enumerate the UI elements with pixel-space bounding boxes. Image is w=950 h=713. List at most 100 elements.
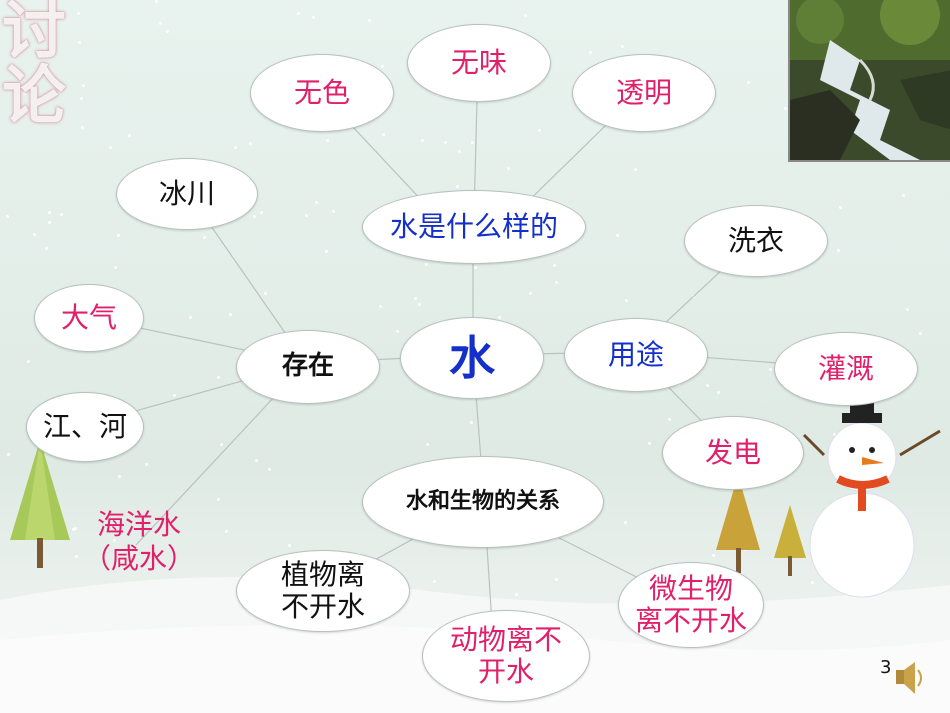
snow-dot — [159, 22, 162, 25]
snow-dot — [456, 185, 459, 188]
snow-dot — [82, 84, 85, 87]
node-label: 大气 — [60, 300, 117, 334]
node-label: 用途 — [607, 337, 664, 371]
node-label: 无味 — [450, 45, 507, 79]
pine-tree — [716, 475, 760, 573]
snow-dot — [784, 107, 787, 110]
snow-dot — [166, 30, 169, 33]
snow-dot — [114, 266, 117, 269]
snow-dot — [471, 141, 474, 144]
snow-dot — [668, 418, 671, 421]
pine-tree — [774, 505, 806, 576]
snow-dot — [305, 214, 308, 217]
snow-dot — [414, 297, 417, 300]
snow-dot — [837, 249, 840, 252]
node-water-and-organisms: 水和生物的关系 — [362, 456, 604, 548]
snow-dot — [80, 97, 83, 100]
snow-dot — [260, 211, 263, 214]
snow-dot — [418, 303, 421, 306]
snow-dot — [919, 332, 922, 335]
node-label: 发电 — [704, 435, 761, 469]
snow-dot — [625, 299, 628, 302]
node-irrigation: 灌溉 — [774, 332, 918, 406]
snow-dot — [48, 211, 51, 214]
snow-dot — [118, 475, 121, 478]
ocean-line1: 海洋水 — [96, 508, 181, 541]
snow-dot — [33, 233, 36, 236]
node-label: 冰川 — [158, 176, 215, 210]
snow-dot — [706, 384, 709, 387]
snow-dot — [382, 133, 385, 136]
snow-dot — [72, 528, 75, 531]
snow-dot — [297, 12, 300, 15]
snow-dot — [747, 81, 750, 84]
snow-dot — [325, 250, 328, 253]
snow-dot — [48, 221, 51, 224]
snow-dot — [379, 305, 382, 308]
snow-dot — [77, 12, 80, 15]
node-animals-need-water: 动物离不开水 — [422, 610, 590, 702]
snow-dot — [81, 126, 84, 129]
snow-dot — [109, 146, 112, 149]
snow-dot — [555, 281, 558, 284]
snow-dot — [906, 308, 909, 311]
snow-dot — [648, 442, 651, 445]
ocean-line2: （咸水） — [82, 541, 195, 575]
node-what-is-water-like: 水是什么样的 — [362, 190, 586, 264]
node-uses: 用途 — [564, 318, 708, 392]
snow-dot — [249, 142, 252, 145]
node-label: 存在 — [281, 351, 334, 382]
snow-dot — [6, 215, 9, 218]
node-label: 灌溉 — [817, 351, 874, 385]
snow-dot — [255, 459, 258, 462]
snow-dot — [326, 139, 329, 142]
node-microbes-need-water: 微生物离不开水 — [618, 562, 764, 648]
node-label: 水是什么样的 — [389, 209, 558, 243]
node-atmosphere: 大气 — [34, 284, 144, 352]
snow-dot — [229, 313, 232, 316]
node-label: 微生物离不开水 — [634, 571, 747, 637]
snow-dot — [444, 141, 447, 144]
snow-dot — [524, 14, 527, 17]
snow-dot — [396, 330, 399, 333]
node-transparent: 透明 — [572, 54, 716, 132]
node-label: 无色 — [293, 75, 350, 109]
snow-dot — [621, 45, 624, 48]
node-label: 动物离不开水 — [449, 622, 562, 688]
node-label: 洗衣 — [727, 223, 784, 257]
speaker-icon[interactable] — [893, 660, 927, 696]
node-odorless: 无味 — [407, 24, 551, 102]
snow-dot — [811, 581, 814, 584]
node-label: 植物离不开水 — [280, 557, 365, 623]
snow-dot — [717, 391, 720, 394]
snow-dot — [515, 593, 518, 596]
snow-dot — [624, 521, 627, 524]
snow-dot — [288, 544, 291, 547]
snow-dot — [315, 201, 318, 204]
snow-dot — [268, 468, 271, 471]
snow-dot — [616, 234, 619, 237]
snow-dot — [538, 129, 541, 132]
snow-dot — [474, 266, 477, 269]
snow-dot — [368, 19, 371, 22]
center-label: 水 — [449, 330, 495, 385]
snow-dot — [45, 247, 48, 250]
snow-dot — [7, 453, 10, 456]
snow-dot — [426, 443, 429, 446]
node-laundry: 洗衣 — [684, 205, 828, 277]
snow-dot — [173, 394, 176, 397]
snow-dot — [234, 146, 237, 149]
snow-dot — [155, 0, 158, 3]
snow-dot — [589, 51, 592, 54]
snow-dot — [553, 264, 556, 267]
snow-dot — [203, 236, 206, 239]
snow-dot — [507, 167, 510, 170]
snow-dot — [902, 194, 905, 197]
snow-dot — [75, 555, 78, 558]
snow-dot — [381, 65, 384, 68]
node-label: 透明 — [615, 75, 672, 109]
snow-dot — [433, 580, 436, 583]
snow-dot — [470, 421, 473, 424]
node-rivers: 江、河 — [26, 392, 144, 462]
